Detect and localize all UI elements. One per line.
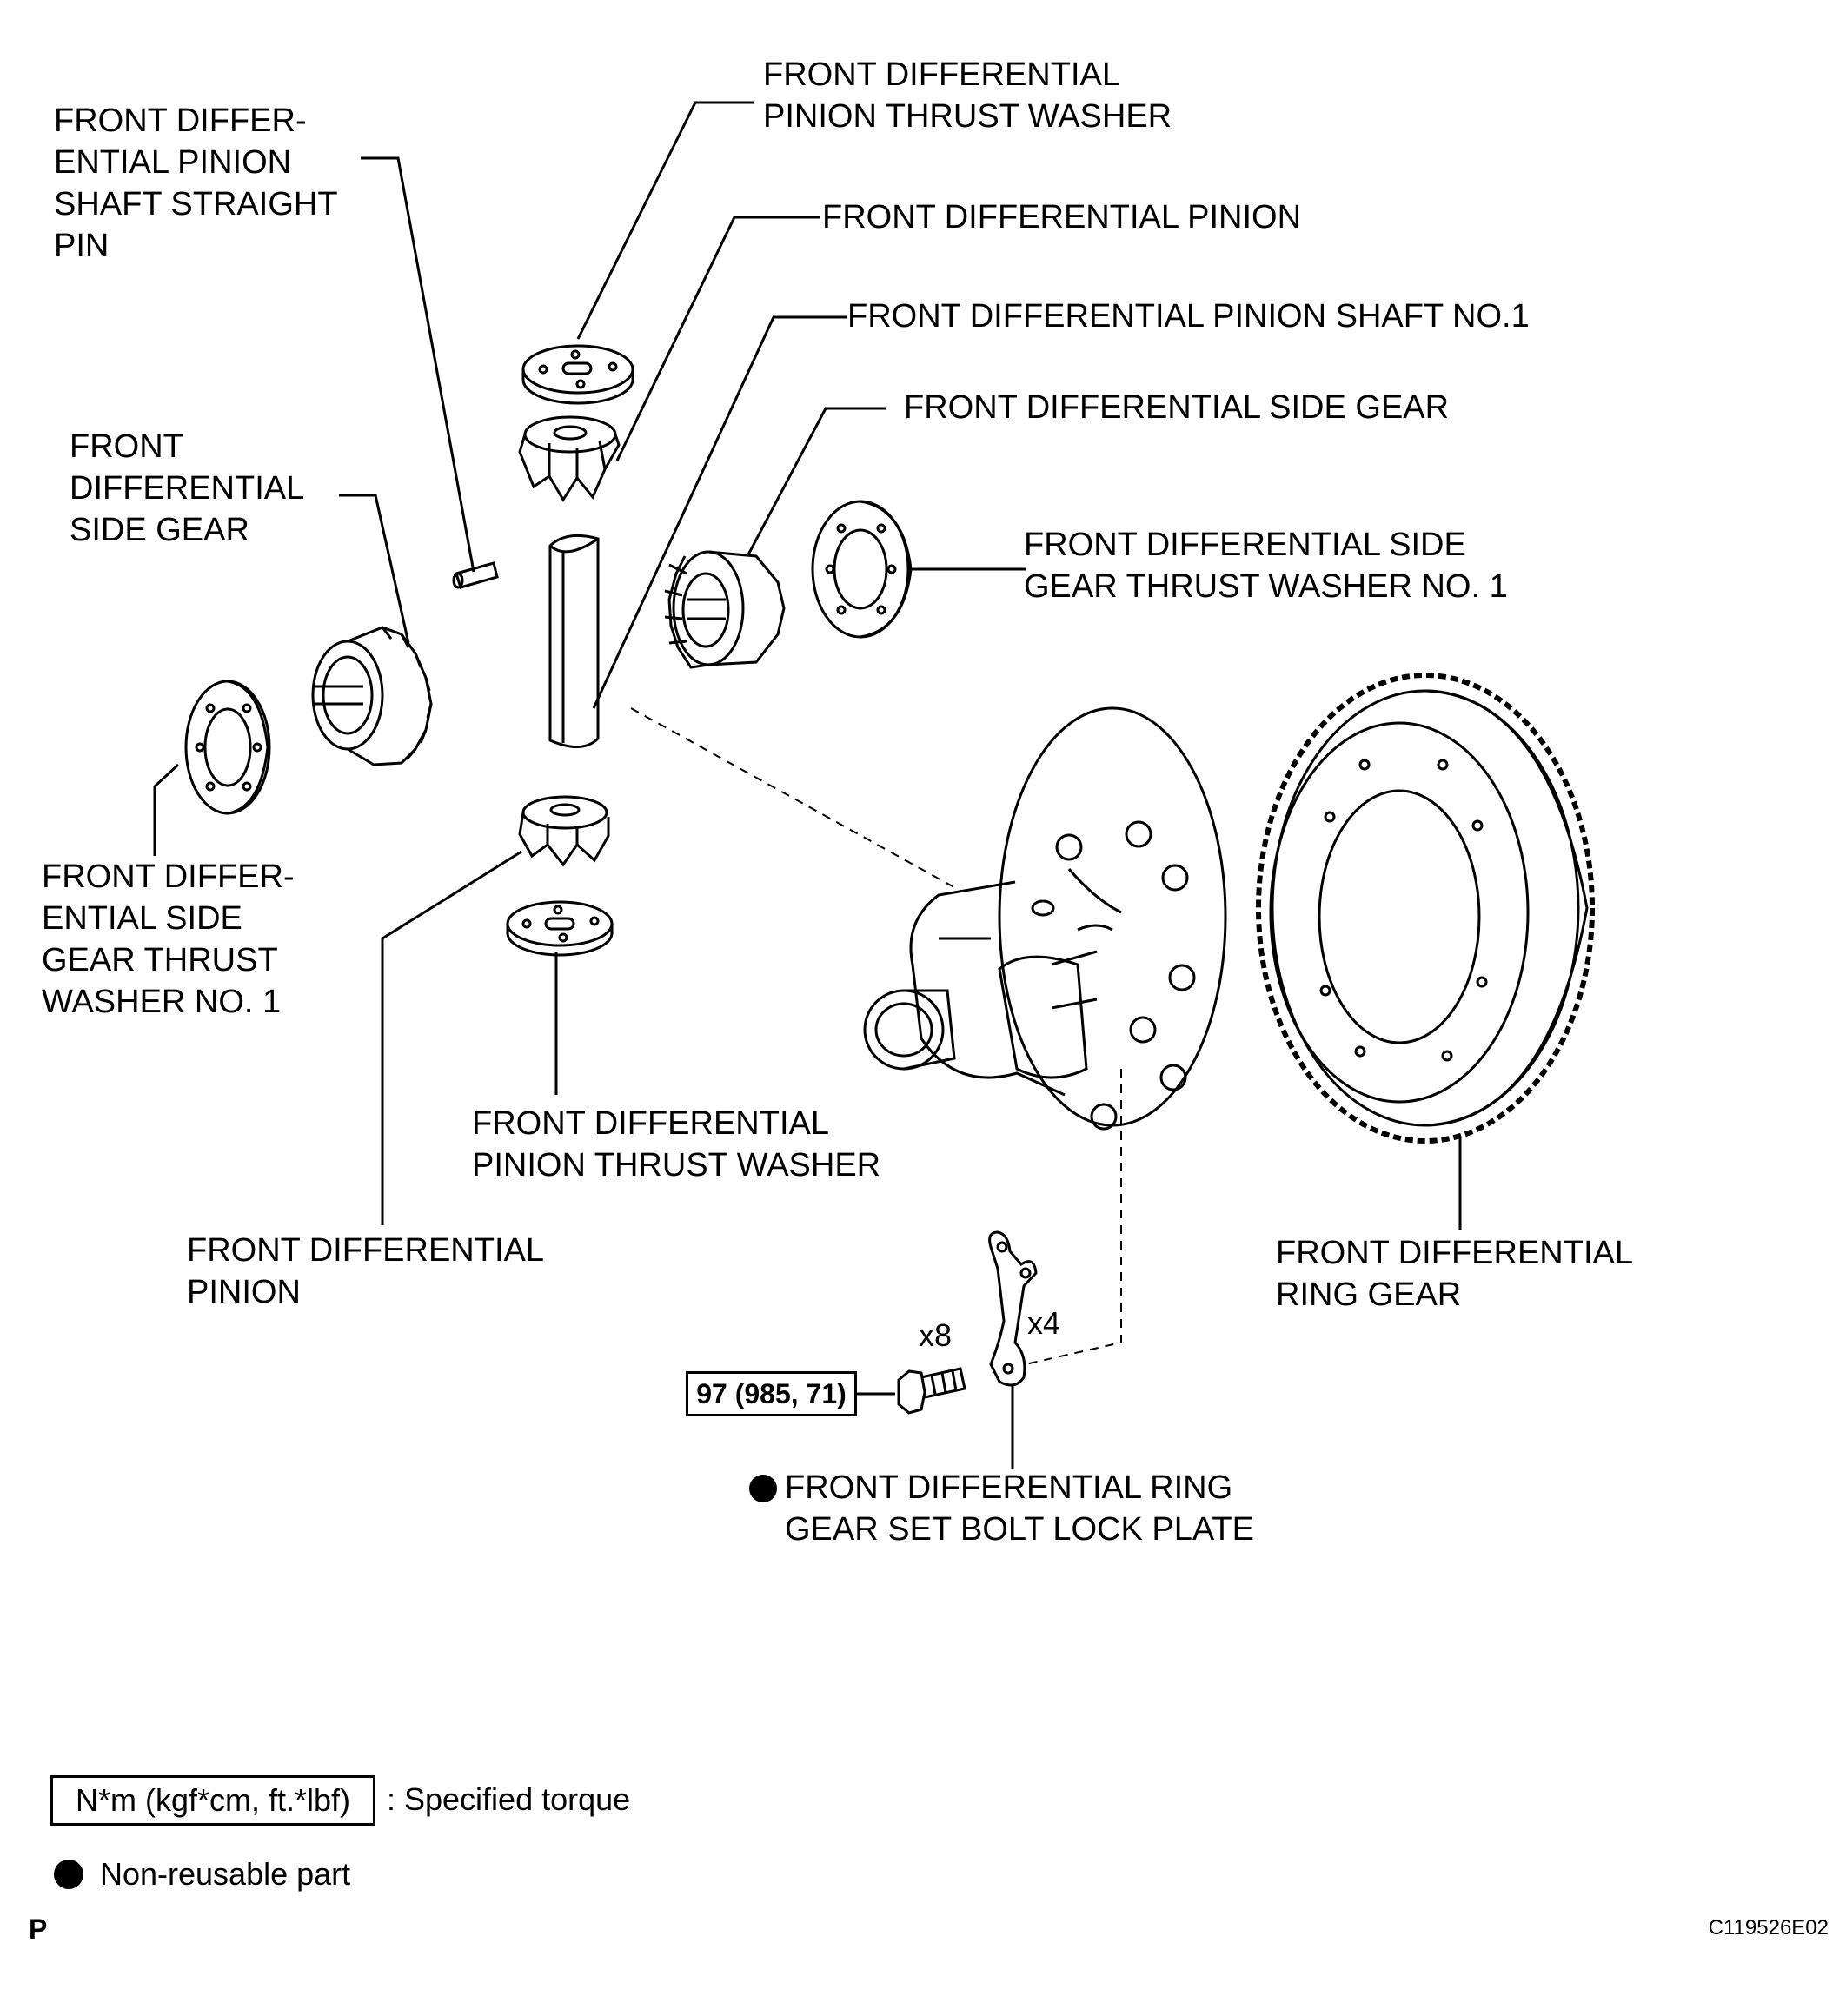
straight-pin — [452, 561, 499, 589]
label-side-gear-right: FRONT DIFFERENTIAL SIDE GEAR — [904, 389, 1450, 426]
bolt-quantity: x8 — [919, 1317, 953, 1353]
leader-pinion-shaft — [592, 315, 847, 709]
leader-pinion-top — [615, 216, 820, 461]
leader-side-thrust-washer-left — [153, 763, 180, 856]
leader-lines — [153, 101, 1462, 1469]
non-reusable-marker — [749, 1475, 777, 1502]
label-side-thrust-washer-left: FRONT DIFFER- ENTIAL SIDE GEAR THRUST WA… — [42, 859, 295, 1020]
pinion-shaft — [548, 534, 600, 748]
legend-non-reusable: Non-reusable part — [100, 1856, 351, 1892]
leader-side-gear-left — [339, 494, 410, 644]
pinion-thrust-washer-bottom — [506, 900, 614, 957]
leader-side-gear-right — [746, 407, 886, 557]
label-pinion-top: FRONT DIFFERENTIAL PINION — [822, 199, 1302, 235]
ring-gear — [1256, 673, 1595, 1144]
pinion-bottom — [518, 795, 610, 867]
side-thrust-washer-right — [811, 500, 913, 639]
set-bolt — [897, 1367, 966, 1415]
label-pinion-thrust-washer-bottom: FRONT DIFFERENTIAL PINION THRUST WASHER — [472, 1105, 881, 1184]
assembly-guides — [630, 707, 1122, 1365]
label-ring-gear: FRONT DIFFERENTIAL RING GEAR — [1276, 1235, 1633, 1313]
figure-code: C119526E02 — [1708, 1916, 1829, 1940]
label-pinion-thrust-washer-top: FRONT DIFFERENTIAL PINION THRUST WASHER — [763, 56, 1172, 135]
side-thrust-washer-left — [184, 680, 271, 815]
label-lock-plate: FRONT DIFFERENTIAL RING GEAR SET BOLT LO… — [785, 1469, 1254, 1548]
leader-pin-thrust-washer-top — [576, 101, 754, 340]
label-pinion-shaft: FRONT DIFFERENTIAL PINION SHAFT NO.1 — [847, 298, 1530, 335]
lock-plate — [988, 1230, 1038, 1387]
plate-quantity: x4 — [1027, 1305, 1061, 1341]
label-straight-pin: FRONT DIFFER- ENTIAL PINION SHAFT STRAIG… — [54, 103, 338, 264]
leader-straight-pin — [361, 156, 475, 573]
legend-torque-desc: : Specified torque — [387, 1781, 631, 1817]
legend-non-reusable-dot — [54, 1860, 83, 1889]
page-letter: P — [29, 1913, 48, 1945]
differential-case — [863, 706, 1227, 1131]
label-pinion-bottom: FRONT DIFFERENTIAL PINION — [187, 1232, 544, 1310]
side-gear-right — [664, 550, 786, 669]
side-gear-left — [311, 626, 433, 766]
leader-pinion-bottom — [381, 850, 522, 1225]
pinion-thrust-washer-top — [521, 344, 634, 405]
legend-torque-unit: N*m (kgf*cm, ft.*lbf) — [50, 1775, 375, 1826]
label-side-gear-left: FRONT DIFFERENTIAL SIDE GEAR — [70, 428, 305, 548]
torque-spec-box: 97 (985, 71) — [686, 1371, 857, 1416]
pinion-top — [518, 415, 621, 502]
label-side-thrust-washer-right: FRONT DIFFERENTIAL SIDE GEAR THRUST WASH… — [1024, 527, 1508, 605]
